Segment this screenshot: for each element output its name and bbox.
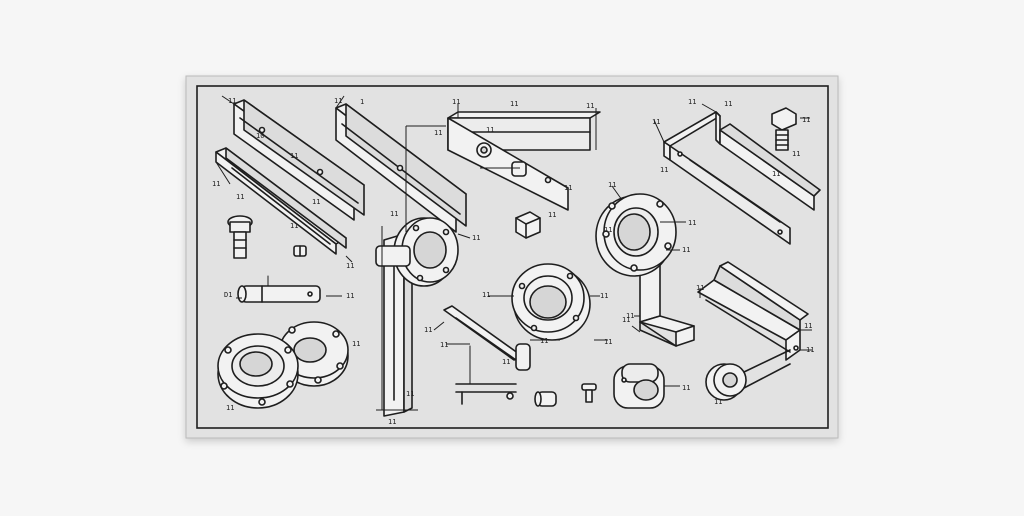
callout-label: 11 <box>228 97 236 105</box>
drawing-border <box>196 85 829 429</box>
callout-label: 11 <box>424 326 432 334</box>
callout-label: 11 <box>604 226 612 234</box>
callout-label: 11 <box>682 384 690 392</box>
callout-label: 11 <box>804 322 812 330</box>
callout-label: 11 <box>622 316 630 324</box>
callout-label: 11 <box>312 198 320 206</box>
callout-label: 11 <box>714 398 722 406</box>
mounting-flange <box>375 217 459 287</box>
callout-label: 11 <box>212 180 220 188</box>
small-nut <box>293 245 307 257</box>
callout-label: 11 <box>472 234 480 242</box>
callout-label: 11 <box>600 292 608 300</box>
callout-label: 11 <box>792 150 800 158</box>
callout-label: 11 <box>682 246 690 254</box>
rod-assembly <box>443 305 531 405</box>
callout-label: 10 <box>256 132 264 140</box>
callout-label: 11 <box>548 211 556 219</box>
flange-rear <box>279 321 349 387</box>
callout-label: D1 <box>224 291 232 299</box>
small-bolt <box>581 383 597 403</box>
callout-label: 11 <box>696 284 704 292</box>
fitting-cap <box>534 391 557 407</box>
callout-label: 11 <box>688 98 696 106</box>
callout-label: 11 <box>486 126 494 134</box>
callout-label: 11 <box>660 166 668 174</box>
pipe-clamp <box>613 363 665 409</box>
callout-label: 11 <box>510 100 518 108</box>
callout-label: 11 <box>290 222 298 230</box>
callout-label: 11 <box>482 291 490 299</box>
callout-label: 11 <box>608 181 616 189</box>
small-block <box>515 211 541 239</box>
callout-label: 11 <box>388 418 396 426</box>
callout-label: 11 <box>806 346 814 354</box>
callout-label: 11 <box>586 102 594 110</box>
callout-label: 11 <box>236 193 244 201</box>
ring-bracket <box>595 193 695 347</box>
angle-beam-upper <box>233 99 365 221</box>
callout-label: 11 <box>724 100 732 108</box>
callout-label: 11 <box>406 390 414 398</box>
flange-front <box>217 333 299 409</box>
callout-label: 11 <box>346 262 354 270</box>
center-flange <box>511 263 591 341</box>
callout-label: 11 <box>540 337 548 345</box>
callout-label: 11 <box>434 129 442 137</box>
callout-label: 11 <box>626 312 634 320</box>
hex-bolt <box>771 107 797 151</box>
callout-label: 11 <box>502 358 510 366</box>
shaft-pin <box>237 275 321 303</box>
callout-label: 11 <box>290 152 298 160</box>
channel-beam <box>447 111 601 211</box>
callout-label: 11 <box>352 340 360 348</box>
dimension-lines <box>215 95 812 411</box>
u-channel-frame <box>663 111 821 245</box>
callout-label: 11 <box>604 338 612 346</box>
callout-label: 11 <box>452 98 460 106</box>
callout-label: 1 <box>360 98 364 106</box>
cap-screw <box>227 215 253 259</box>
callout-label: 11 <box>652 118 660 126</box>
callout-label: 11 <box>346 292 354 300</box>
callout-label: 11 <box>334 97 342 105</box>
angle-beam-lower <box>215 147 347 255</box>
callout-label: 11 <box>802 116 810 124</box>
callout-label: 11 <box>390 210 398 218</box>
callout-label: 11 <box>564 184 572 192</box>
callout-label: 11 <box>772 170 780 178</box>
callout-label: 11 <box>226 404 234 412</box>
callout-label: 11 <box>440 341 448 349</box>
callout-label: 11 <box>688 219 696 227</box>
wheel-bracket <box>697 261 809 401</box>
